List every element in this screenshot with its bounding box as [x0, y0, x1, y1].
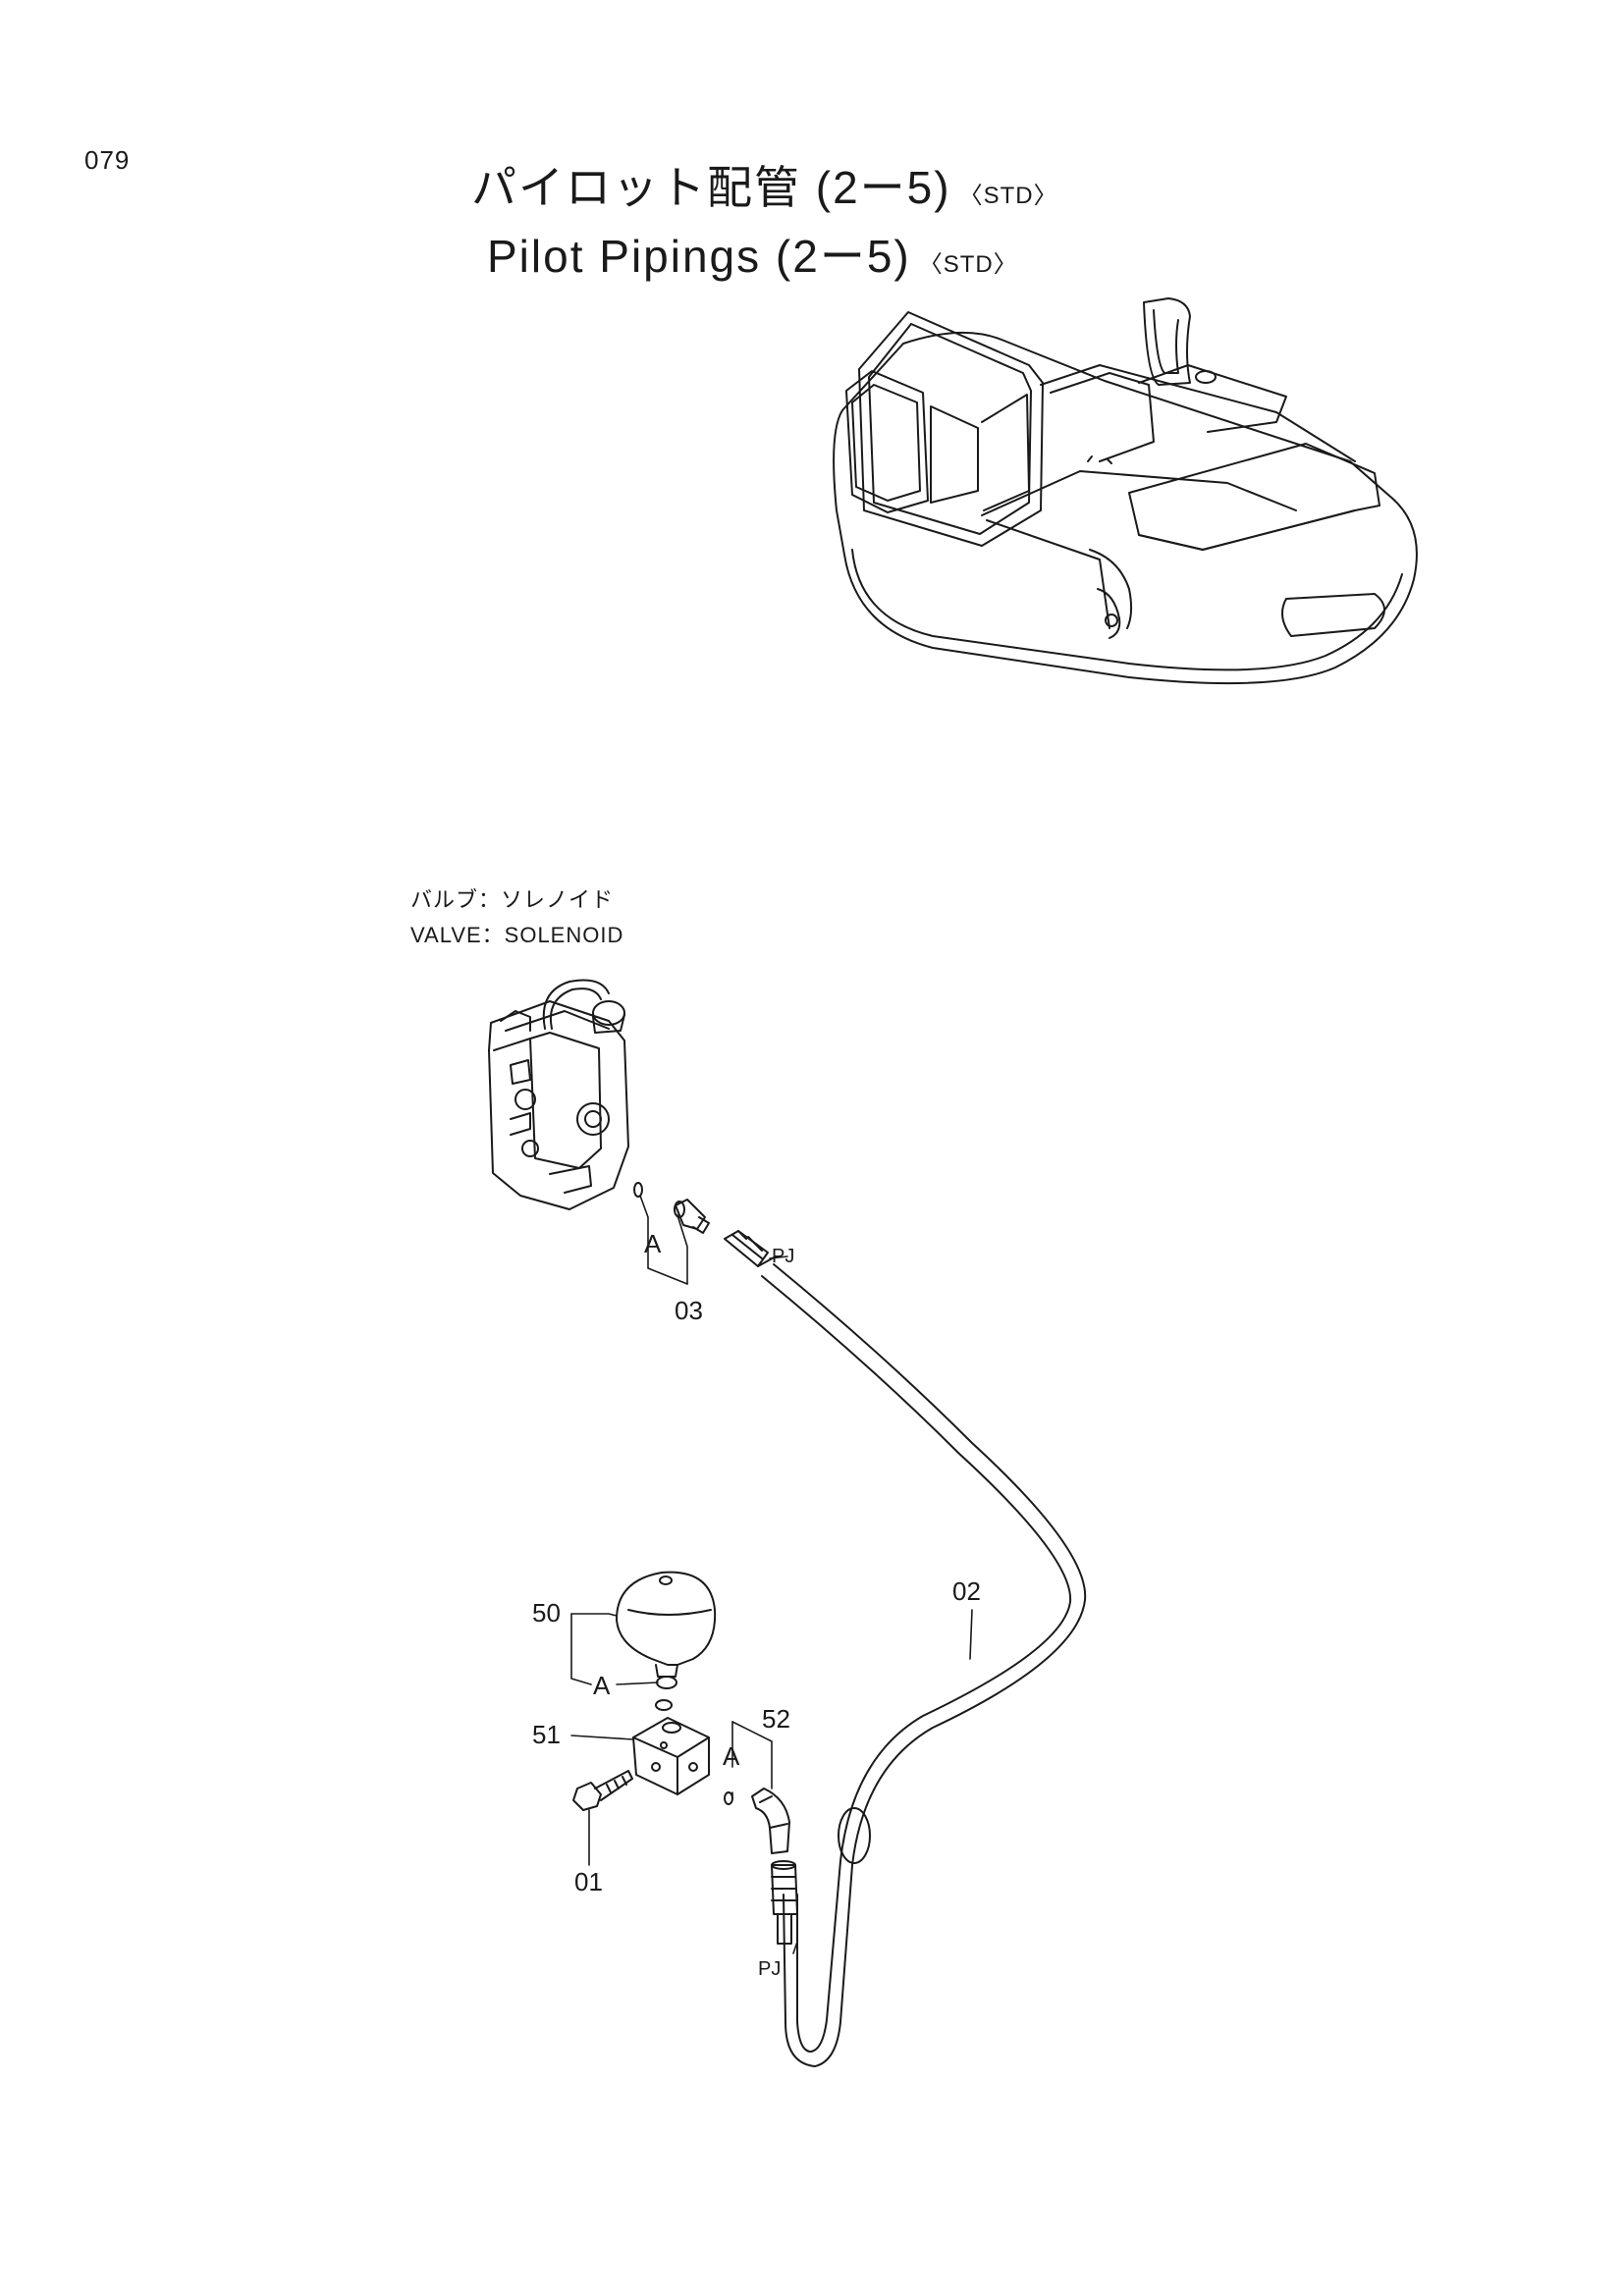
callout-51: 51 [532, 1720, 561, 1749]
callout-50: 50 [532, 1598, 561, 1628]
leader-a-upper [640, 1196, 648, 1217]
title-english-text: Pilot Pipings (2ー5) [487, 231, 911, 282]
title-japanese-text: パイロット配管 (2ー5) [471, 162, 951, 213]
excavator-overview-illustration [834, 298, 1417, 683]
leader-03 [677, 1215, 687, 1284]
leader-50 [571, 1614, 617, 1616]
title-english-std-tag: 〈STD〉 [918, 251, 1018, 278]
page-number: 079 [84, 145, 131, 175]
title-japanese-std-tag: 〈STD〉 [958, 183, 1058, 209]
block-51-illustration [633, 1700, 709, 1794]
callout-01: 01 [574, 1867, 603, 1896]
hose-02-illustration [762, 1264, 1085, 2066]
component-label-japanese: バルブ：ソレノイド [410, 887, 615, 912]
callout-52: 52 [762, 1704, 790, 1734]
leader-lines [571, 1196, 972, 1953]
callout-02: 02 [952, 1576, 981, 1606]
leader-pj-lower [793, 1942, 797, 1953]
solenoid-valve-illustration [489, 981, 642, 1210]
callout-pj-lower: PJ [758, 1958, 782, 1980]
lower-hose-fitting-illustration [772, 1861, 797, 1944]
leader-pj-upper [770, 1256, 787, 1258]
adapter-03-illustration [675, 1200, 709, 1233]
component-label-english: VALVE：SOLENOID [410, 923, 624, 947]
leader-a-50 [571, 1614, 591, 1684]
leader-51 [571, 1735, 633, 1739]
title-english: Pilot Pipings (2ー5) 〈STD〉 [487, 234, 1018, 279]
bolt-01-illustration [573, 1771, 632, 1810]
leader-52 [732, 1722, 772, 1789]
callout-03: 03 [675, 1296, 703, 1325]
callout-a-52: A [723, 1741, 740, 1771]
upper-hose-fitting-illustration [725, 1231, 776, 1266]
leader-02 [970, 1610, 972, 1659]
callout-pj-upper: PJ [772, 1246, 795, 1267]
elbow-52-illustration [725, 1789, 789, 1853]
callout-a-upper: A [644, 1229, 662, 1258]
callout-a-50: A [593, 1671, 611, 1700]
accumulator-50-illustration [617, 1573, 715, 1688]
title-japanese: パイロット配管 (2ー5) 〈STD〉 [471, 165, 1058, 210]
